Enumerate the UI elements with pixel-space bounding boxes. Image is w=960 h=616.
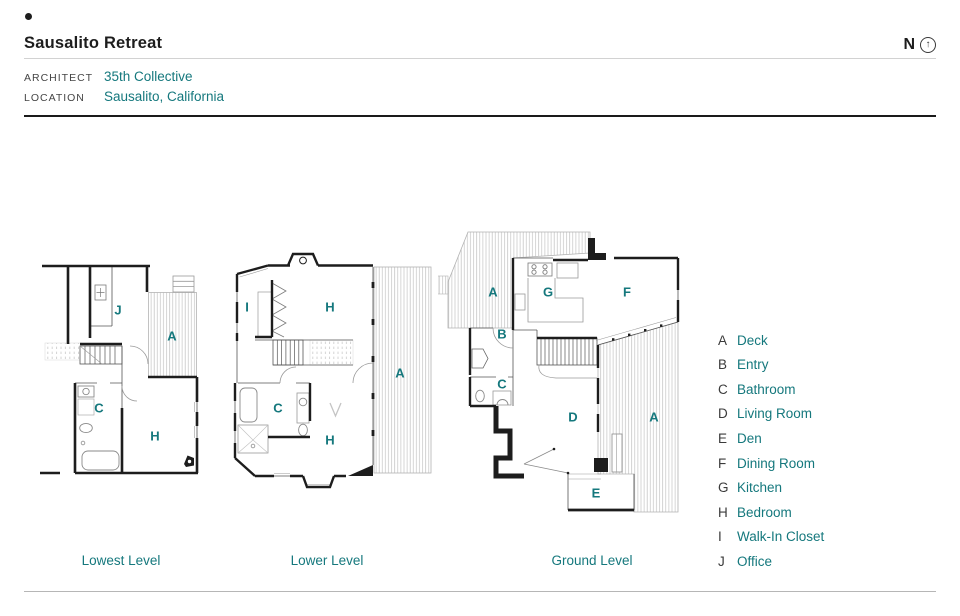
walls xyxy=(233,252,375,489)
legend-key: H xyxy=(718,504,728,520)
legend-label: Kitchen xyxy=(737,480,783,496)
plan-title-lowest: Lowest Level xyxy=(81,553,161,568)
fixtures xyxy=(475,262,579,406)
architect-value[interactable]: 35th Collective xyxy=(104,69,193,84)
plan-title-lower: Lower Level xyxy=(290,553,364,568)
room-label-kitchen: G xyxy=(543,285,553,300)
legend-key: G xyxy=(718,480,729,496)
location-label: LOCATION xyxy=(24,92,85,104)
architect-row: ARCHITECT 35th Collective xyxy=(24,69,224,84)
legend-label: Dining Room xyxy=(737,455,816,471)
stairs xyxy=(536,337,598,379)
legend-label: Entry xyxy=(737,357,769,373)
stairs xyxy=(79,345,123,365)
room-label-living: D xyxy=(568,410,577,425)
legend-item-deck: A Deck xyxy=(718,328,824,353)
legend-label: Bathroom xyxy=(737,381,796,397)
legend-item-entry: B Entry xyxy=(718,353,824,378)
legend-item-bedroom: H Bedroom xyxy=(718,500,824,525)
room-label-closet: I xyxy=(245,300,249,315)
fixtures xyxy=(237,387,342,454)
plan-title-ground: Ground Level xyxy=(551,553,633,568)
interior-lines xyxy=(75,266,198,438)
legend-key: C xyxy=(718,381,728,397)
north-indicator: N ↑ xyxy=(903,36,936,54)
floorplan-ground-level: A G F B C D E A xyxy=(438,231,680,513)
room-label-bathroom: C xyxy=(273,401,283,416)
bullet-dot xyxy=(25,13,32,20)
room-label-deck-right: A xyxy=(649,410,659,425)
room-label-bedroom-upper: H xyxy=(325,300,334,315)
location-value[interactable]: Sausalito, California xyxy=(104,89,225,104)
divider-thin xyxy=(24,58,936,59)
room-label-deck: A xyxy=(167,329,177,344)
interior-lines xyxy=(470,257,679,510)
room-legend: A Deck B Entry C Bathroom D Living Room E Den… xyxy=(718,328,824,573)
legend-key: F xyxy=(718,455,727,471)
legend-item-office: J Office xyxy=(718,549,824,574)
room-label-dining: F xyxy=(623,285,631,300)
legend-item-walk-in-closet: I Walk-In Closet xyxy=(718,524,824,549)
room-label-den: E xyxy=(592,486,601,501)
project-meta: ARCHITECT 35th Collective LOCATION Sausa… xyxy=(24,69,224,104)
north-letter: N xyxy=(903,36,915,53)
fixtures xyxy=(77,284,194,471)
legend-label: Living Room xyxy=(737,406,813,422)
deck-hatch xyxy=(44,275,197,377)
legend-label: Deck xyxy=(737,332,768,348)
floorplan-lowest-level: J A C H xyxy=(40,264,199,475)
room-label-office: J xyxy=(114,303,121,318)
divider-thick xyxy=(24,115,936,117)
page-title: Sausalito Retreat xyxy=(24,34,163,52)
legend-key: E xyxy=(718,430,728,446)
legend-label: Bedroom xyxy=(737,504,792,520)
architect-label: ARCHITECT xyxy=(24,72,94,84)
room-label-bedroom-lower: H xyxy=(325,433,334,448)
legend-item-living-room: D Living Room xyxy=(718,402,824,427)
room-label-deck-upper: A xyxy=(488,285,498,300)
walls xyxy=(468,238,680,512)
legend-item-dining-room: F Dining Room xyxy=(718,451,824,476)
room-label-bedroom: H xyxy=(150,429,159,444)
legend-key: I xyxy=(718,529,722,545)
legend-key: B xyxy=(718,357,728,373)
floorplan-lower-level: I H A C H xyxy=(233,252,432,489)
north-arrow-icon: ↑ xyxy=(920,37,936,53)
legend-key: J xyxy=(718,553,725,569)
legend-label: Office xyxy=(737,553,773,569)
legend-label: Walk-In Closet xyxy=(737,529,825,545)
legend-label: Den xyxy=(737,430,762,446)
room-label-deck: A xyxy=(395,366,405,381)
legend-item-bathroom: C Bathroom xyxy=(718,377,824,402)
stairs xyxy=(255,339,353,366)
divider-bottom xyxy=(24,591,936,592)
legend-item-kitchen: G Kitchen xyxy=(718,475,824,500)
room-label-bathroom: C xyxy=(497,377,507,392)
location-row: LOCATION Sausalito, California xyxy=(24,89,224,104)
room-label-entry: B xyxy=(497,327,506,342)
legend-key: D xyxy=(718,406,728,422)
legend-key: A xyxy=(718,332,728,348)
legend-item-den: E Den xyxy=(718,426,824,451)
room-label-bathroom: C xyxy=(94,401,104,416)
deck-hatch xyxy=(309,266,432,474)
walls xyxy=(40,264,199,475)
